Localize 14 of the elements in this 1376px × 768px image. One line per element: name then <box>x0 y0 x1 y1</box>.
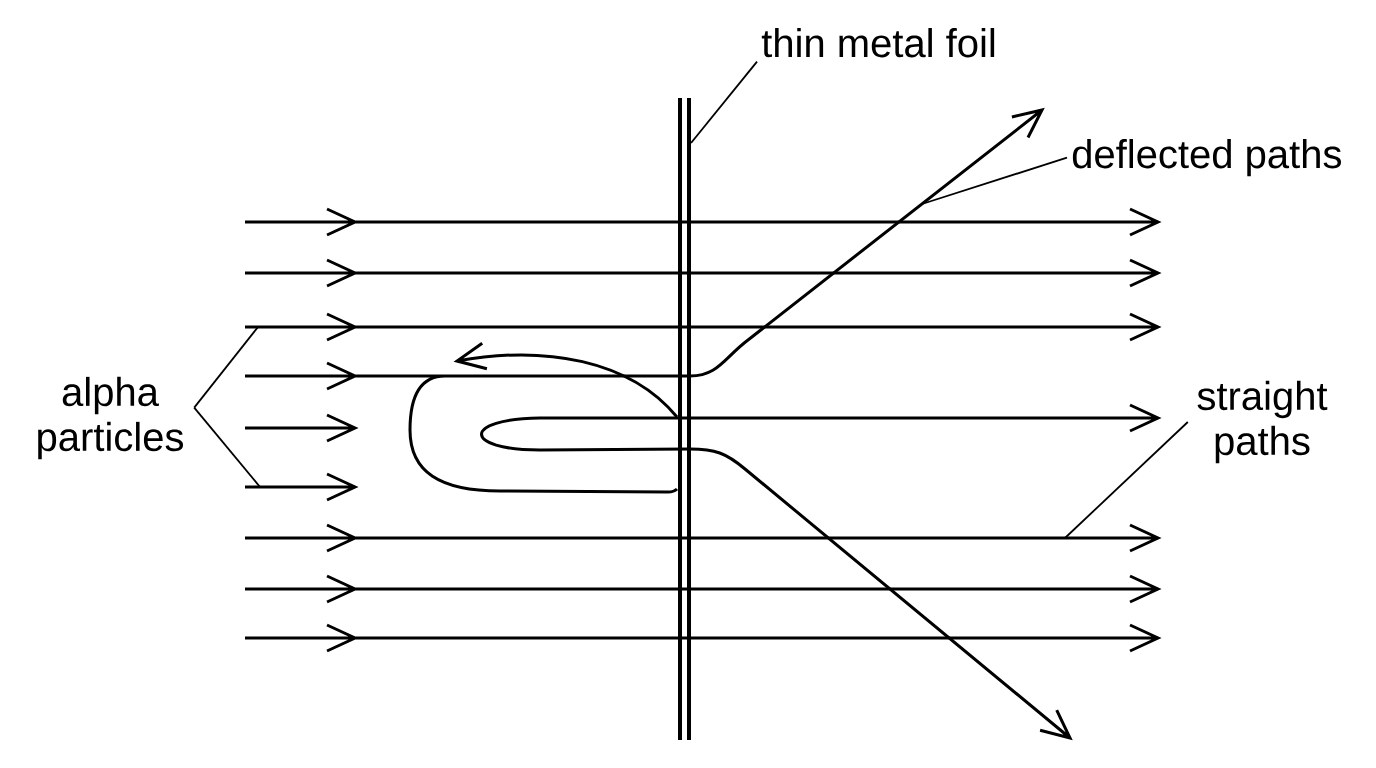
particle-path <box>243 472 359 502</box>
callout-label: thin metal foil <box>761 28 995 58</box>
leader-line <box>193 406 261 488</box>
particle-path <box>243 108 1044 494</box>
callout-label: alpha particles <box>38 376 183 460</box>
leader-line <box>921 156 1068 205</box>
particle-path <box>243 312 1162 342</box>
callout-label: straight paths <box>1197 380 1328 464</box>
foil-strip <box>678 96 691 742</box>
leader-line <box>1064 421 1189 539</box>
particle-path <box>243 523 1162 553</box>
callout-label: deflected paths <box>1072 139 1341 177</box>
leader-line <box>690 60 758 144</box>
leader-line <box>193 326 259 409</box>
